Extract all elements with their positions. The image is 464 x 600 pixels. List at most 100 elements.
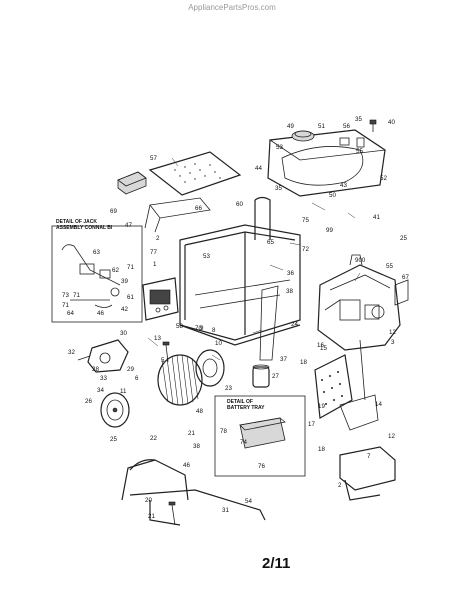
callout: 78 xyxy=(220,428,227,435)
callout: 61 xyxy=(127,294,134,301)
battery-detail-title: DETAIL OF BATTERY TRAY xyxy=(227,399,265,411)
callout: 9 xyxy=(200,325,204,332)
callout: 34 xyxy=(97,387,104,394)
callout: 3 xyxy=(391,339,395,346)
fuel-cap-bolt[interactable] xyxy=(369,119,377,132)
callout: 18 xyxy=(300,359,307,366)
callout: 43 xyxy=(340,182,347,189)
callout: 41 xyxy=(373,214,380,221)
alternator-rotor[interactable] xyxy=(157,354,203,406)
callout: 5 xyxy=(161,357,165,364)
callout: 18 xyxy=(318,446,325,453)
callout: 38 xyxy=(193,443,200,450)
bolt-13[interactable] xyxy=(162,341,170,363)
callout: 2 xyxy=(156,235,160,242)
callout: 53 xyxy=(203,253,210,260)
callout: 52 xyxy=(380,175,387,182)
callout: 8 xyxy=(212,327,216,334)
engine[interactable] xyxy=(317,254,401,351)
callout: 13 xyxy=(154,335,161,342)
callout: 56 xyxy=(343,123,350,130)
callout: 16 xyxy=(317,342,324,349)
callout: 55 xyxy=(386,263,393,270)
callout-labels: 40 35 49 51 56 53 55 44 52 57 35 50 43 6… xyxy=(62,116,409,520)
starter-assembly[interactable] xyxy=(77,339,129,373)
callout: 74 xyxy=(240,439,247,446)
callout: 10 xyxy=(215,340,222,347)
air-filter-box[interactable] xyxy=(117,171,147,195)
callout: 57 xyxy=(150,155,157,162)
callout: 1 xyxy=(153,261,157,268)
handle-bar[interactable] xyxy=(121,459,266,526)
fuel-tank[interactable] xyxy=(267,129,387,197)
callout: 21 xyxy=(148,513,155,520)
callout: 25 xyxy=(110,436,117,443)
callout: 39 xyxy=(121,278,128,285)
wheel-bracket[interactable] xyxy=(339,446,396,501)
callout: 35 xyxy=(275,185,282,192)
callout: 51 xyxy=(318,123,325,130)
callout: 55 xyxy=(356,148,363,155)
callout: 70 xyxy=(195,325,202,332)
callout: 28 xyxy=(92,366,99,373)
callout: 26 xyxy=(85,398,92,405)
axle-bolt[interactable] xyxy=(168,501,176,526)
callout: 35 xyxy=(355,116,362,123)
callout: 17 xyxy=(308,421,315,428)
muffler[interactable] xyxy=(314,354,353,419)
callout: 47 xyxy=(125,222,132,229)
callout: 23 xyxy=(225,385,232,392)
callout: 12 xyxy=(389,329,396,336)
callout: 53 xyxy=(276,144,283,151)
fan-cover[interactable] xyxy=(100,392,130,428)
control-panel[interactable] xyxy=(142,277,179,321)
callout: 21 xyxy=(188,430,195,437)
callout: 58 xyxy=(176,323,183,330)
page-number: 2/11 xyxy=(262,555,291,572)
callout: 2 xyxy=(338,482,342,489)
callout: 60 xyxy=(236,201,243,208)
callout: 44 xyxy=(255,165,262,172)
callout: 71 xyxy=(73,292,80,299)
callout: 73 xyxy=(62,292,69,299)
mount-bracket[interactable] xyxy=(144,197,211,233)
callout: 30 xyxy=(120,330,127,337)
engine-cover-plate[interactable] xyxy=(394,279,409,306)
callout: 69 xyxy=(110,208,117,215)
callout: 62 xyxy=(112,267,119,274)
callout: 40 xyxy=(388,119,395,126)
support-arm[interactable] xyxy=(259,285,279,361)
callout: 24 xyxy=(291,321,298,328)
callout: 63 xyxy=(93,249,100,256)
callout: 77 xyxy=(150,249,157,256)
callout: 22 xyxy=(150,435,157,442)
stator[interactable] xyxy=(195,349,225,387)
callout: 46 xyxy=(97,310,104,317)
callout: 54 xyxy=(245,498,252,505)
callout: 65 xyxy=(267,239,274,246)
callout: 66 xyxy=(195,205,202,212)
callout: 48 xyxy=(196,408,203,415)
watermark: AppliancePartsPros.com xyxy=(188,3,276,12)
callout: 75 xyxy=(302,217,309,224)
callout: 29 xyxy=(127,366,134,373)
callout: 33 xyxy=(100,375,107,382)
battery-tray-detail xyxy=(214,395,306,477)
main-frame[interactable] xyxy=(179,196,301,346)
capacitor[interactable] xyxy=(252,364,270,388)
callout: 37 xyxy=(280,356,287,363)
callout: 67 xyxy=(402,274,409,281)
callout: 11 xyxy=(120,388,127,395)
jack-detail-box xyxy=(51,225,143,323)
panel-plate[interactable] xyxy=(148,151,242,196)
callout: 20 xyxy=(145,497,152,504)
callout: 7 xyxy=(367,453,371,460)
muffler-bracket[interactable] xyxy=(339,339,379,431)
callout: 76 xyxy=(258,463,265,470)
jack-detail-title: DETAIL OF JACK ASSEMBLY CONNAL BI xyxy=(56,219,113,231)
callout: 50 xyxy=(329,192,336,199)
callout: 12 xyxy=(388,433,395,440)
callout: 72 xyxy=(302,246,309,253)
callout: 99 xyxy=(326,227,333,234)
